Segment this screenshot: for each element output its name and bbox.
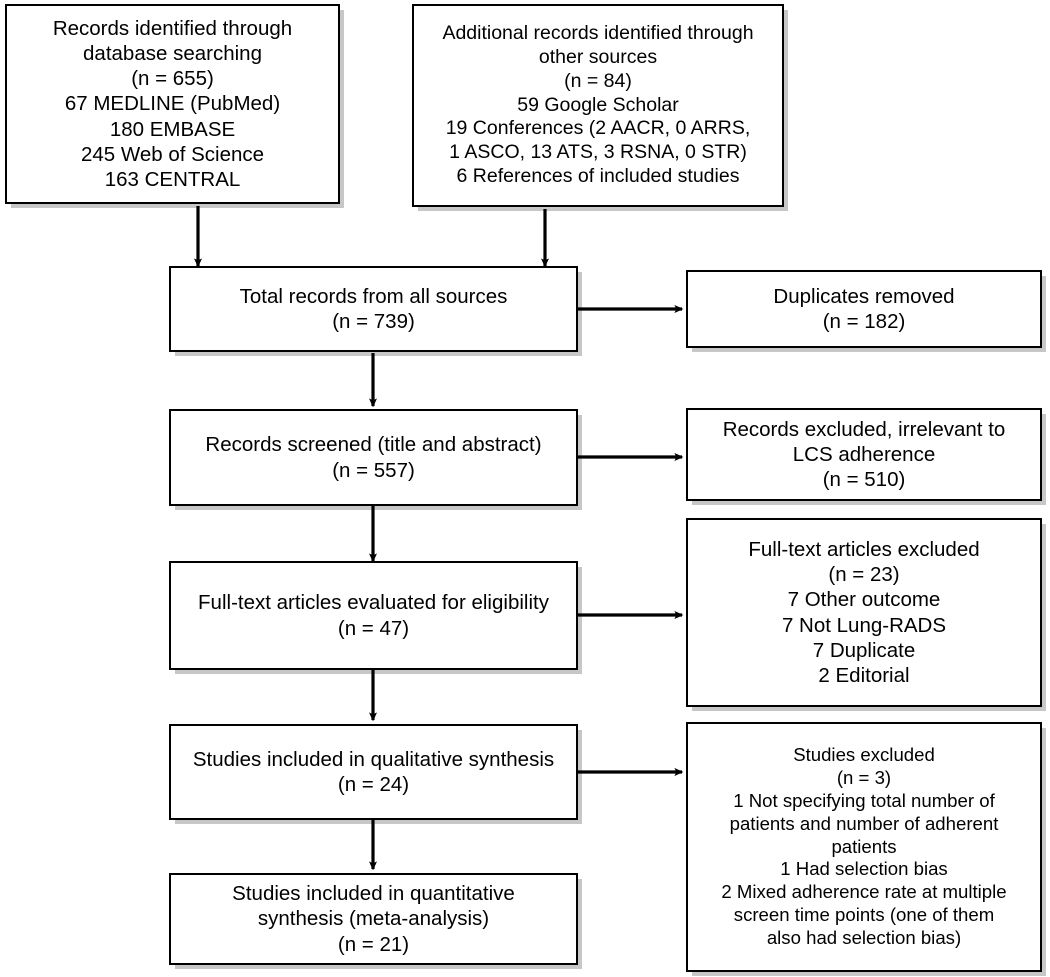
node-line: 1 Not specifying total number of [733, 789, 995, 811]
node-line: 7 Not Lung-RADS [781, 613, 947, 637]
node-line: Full-text articles excluded [748, 537, 980, 561]
node-line: (n = 655) [131, 67, 214, 91]
node-line: (n = 24) [337, 773, 410, 796]
node-line: also had selection bias) [766, 927, 962, 948]
node-studies-included-qualitative: Studies included in qualitative synthesi… [169, 724, 578, 820]
node-line: LCS adherence [792, 442, 936, 466]
node-studies-excluded: Studies excluded (n = 3) 1 Not specifyin… [686, 722, 1042, 972]
node-full-text-articles-evaluated: Full-text articles evaluated for eligibi… [169, 561, 578, 670]
node-total-records-all-sources: Total records from all sources (n = 739) [169, 266, 578, 352]
node-line: Studies included in qualitative synthesi… [192, 747, 555, 771]
node-line: Records screened (title and abstract) [205, 433, 542, 457]
node-line: Full-text articles evaluated for eligibi… [198, 591, 549, 615]
node-line: 6 References of included studies [456, 165, 740, 188]
node-line: (n = 510) [822, 468, 906, 492]
node-line: synthesis (meta-analysis) [257, 907, 490, 931]
node-line: Records identified through [52, 16, 293, 40]
node-records-excluded-irrelevant: Records excluded, irrelevant to LCS adhe… [686, 408, 1042, 501]
node-line: (n = 3) [836, 766, 892, 788]
node-line: 1 ASCO, 13 ATS, 3 RSNA, 0 STR) [449, 141, 747, 164]
node-line: Records excluded, irrelevant to [722, 417, 1006, 441]
node-line: 2 Mixed adherence rate at multiple [721, 881, 1007, 903]
node-line: patients and number of adherent [729, 812, 999, 834]
node-line: 7 Duplicate [812, 638, 916, 662]
node-line: Studies included in quantitative [232, 882, 515, 906]
node-line: 1 Had selection bias [780, 858, 948, 880]
node-line: (n = 47) [337, 616, 410, 640]
node-line: Studies excluded [793, 744, 935, 766]
node-line: (n = 739) [332, 310, 415, 333]
node-line: (n = 23) [828, 563, 900, 587]
node-line: other sources [538, 45, 658, 68]
node-records-screened: Records screened (title and abstract) (n… [169, 409, 578, 506]
node-duplicates-removed: Duplicates removed (n = 182) [686, 270, 1042, 348]
node-line: database searching [83, 41, 262, 65]
node-records-identified-database: Records identified through database sear… [5, 4, 340, 204]
node-studies-included-quantitative: Studies included in quantitative synthes… [169, 873, 578, 965]
node-line: (n = 182) [822, 310, 906, 333]
node-line: 245 Web of Science [80, 142, 265, 166]
node-line: 180 EMBASE [109, 117, 236, 141]
node-full-text-articles-excluded: Full-text articles excluded (n = 23) 7 O… [686, 518, 1042, 707]
node-line: Duplicates removed [773, 284, 955, 308]
node-line: Additional records identified through [442, 21, 754, 44]
node-line: 7 Other outcome [787, 588, 941, 612]
node-line: 19 Conferences (2 AACR, 0 ARRS, [445, 117, 751, 140]
node-records-identified-other-sources: Additional records identified through ot… [412, 4, 784, 207]
node-line: 2 Editorial [818, 663, 910, 687]
node-line: Total records from all sources [239, 284, 508, 308]
node-line: 67 MEDLINE (PubMed) [64, 92, 281, 116]
node-line: patients [831, 835, 897, 857]
node-line: 163 CENTRAL [104, 168, 241, 191]
node-line: (n = 84) [564, 69, 632, 92]
node-line: screen time points (one of them [733, 904, 995, 926]
node-line: 59 Google Scholar [517, 93, 679, 116]
node-line: (n = 557) [332, 458, 415, 482]
node-line: (n = 21) [337, 932, 410, 956]
